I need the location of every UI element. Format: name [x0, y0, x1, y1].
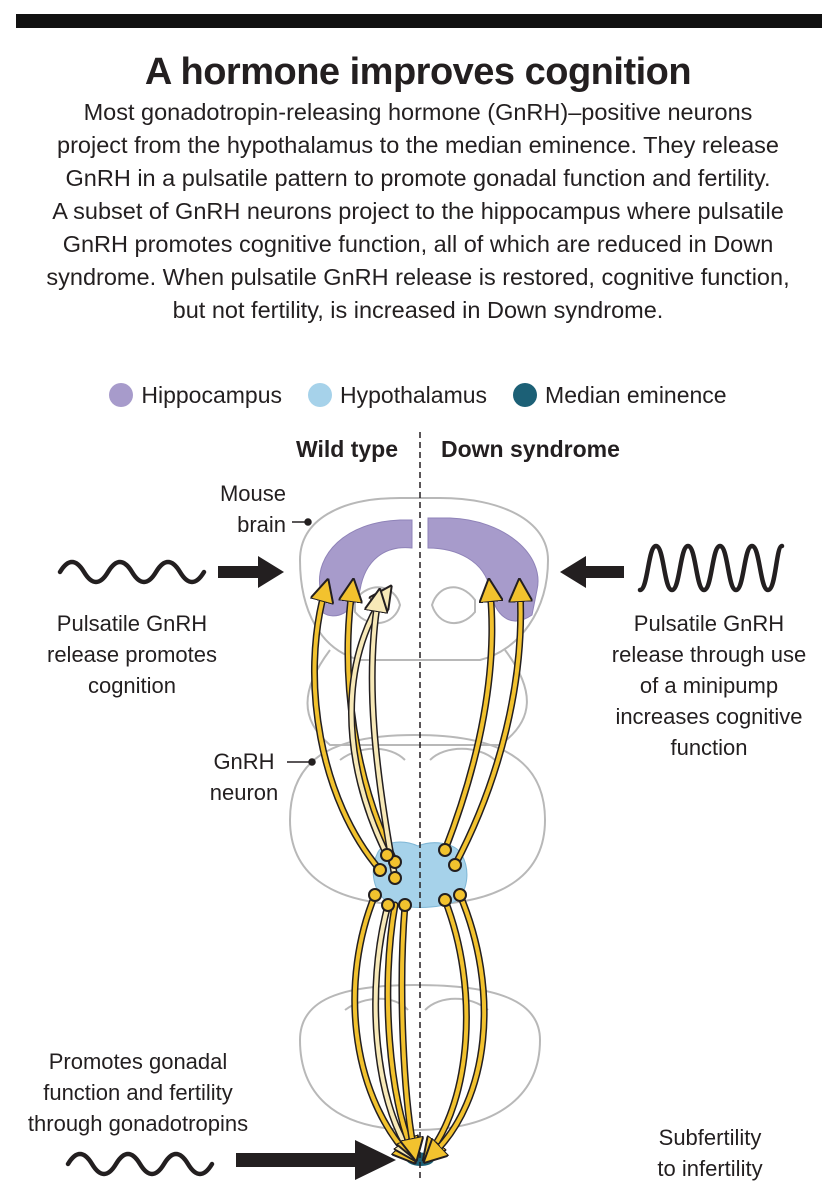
- legend-item-median-eminence: Median eminence: [513, 382, 727, 409]
- intro-line: A subset of GnRH neurons project to the …: [52, 198, 784, 224]
- median-eminence-swatch: [513, 383, 538, 407]
- legend-label: Hypothalamus: [340, 381, 488, 408]
- gnrh-neuron-bodies: [368, 843, 467, 912]
- intro-line: project from the hypothalamus to the med…: [57, 132, 779, 158]
- hypothalamus-swatch: [308, 383, 333, 407]
- legend-item-hypothalamus: Hypothalamus: [308, 382, 487, 409]
- legend-label: Median eminence: [545, 381, 727, 408]
- arrow-right-bottom-icon: [236, 1140, 396, 1180]
- pulsatile-wave-left-bottom: [65, 1151, 215, 1177]
- top-rule: [16, 14, 822, 28]
- intro-line: GnRH in a pulsatile pattern to promote g…: [65, 165, 771, 191]
- label-right-cognition: Pulsatile GnRH release through use of a …: [611, 611, 807, 760]
- label-right-fertility: Subfertility to infertility: [657, 1125, 763, 1181]
- intro-line: GnRH promotes cognitive function, all of…: [62, 231, 774, 257]
- leader-lines: [287, 518, 316, 766]
- legend-item-hippocampus: Hippocampus: [109, 382, 282, 409]
- gnrh-axons-cognition-left: [314, 590, 399, 882]
- label-gnrh-neuron: GnRH neuron: [209, 749, 279, 805]
- intro-text: Most gonadotropin-releasing hormone (GnR…: [18, 96, 818, 327]
- label-left-cognition: Pulsatile GnRH release promotes cognitio…: [47, 611, 217, 698]
- arrow-right-icon: [218, 556, 284, 588]
- label-left-fertility: Promotes gonadal function and fertility …: [27, 1049, 249, 1136]
- gnrh-axons-cognition-right: [441, 590, 521, 869]
- intro-line: Most gonadotropin-releasing hormone (GnR…: [83, 99, 753, 125]
- hippocampus-swatch: [109, 383, 134, 407]
- arrow-left-icon: [560, 556, 624, 588]
- figure-title: A hormone improves cognition: [144, 51, 692, 93]
- gnrh-axons-fertility: [351, 891, 488, 1155]
- column-header-wild-type: Wild type: [296, 436, 399, 462]
- intro-line: but not fertility, is increased in Down …: [172, 297, 664, 323]
- pulsatile-wave-right: [637, 543, 785, 593]
- legend-label: Hippocampus: [141, 381, 283, 408]
- column-header-down-syndrome: Down syndrome: [441, 436, 620, 462]
- pulsatile-wave-left-top: [57, 559, 207, 585]
- intro-line: syndrome. When pulsatile GnRH release is…: [46, 264, 790, 290]
- legend: Hippocampus Hypothalamus Median eminence: [0, 380, 836, 410]
- label-mouse-brain: Mouse brain: [219, 481, 286, 537]
